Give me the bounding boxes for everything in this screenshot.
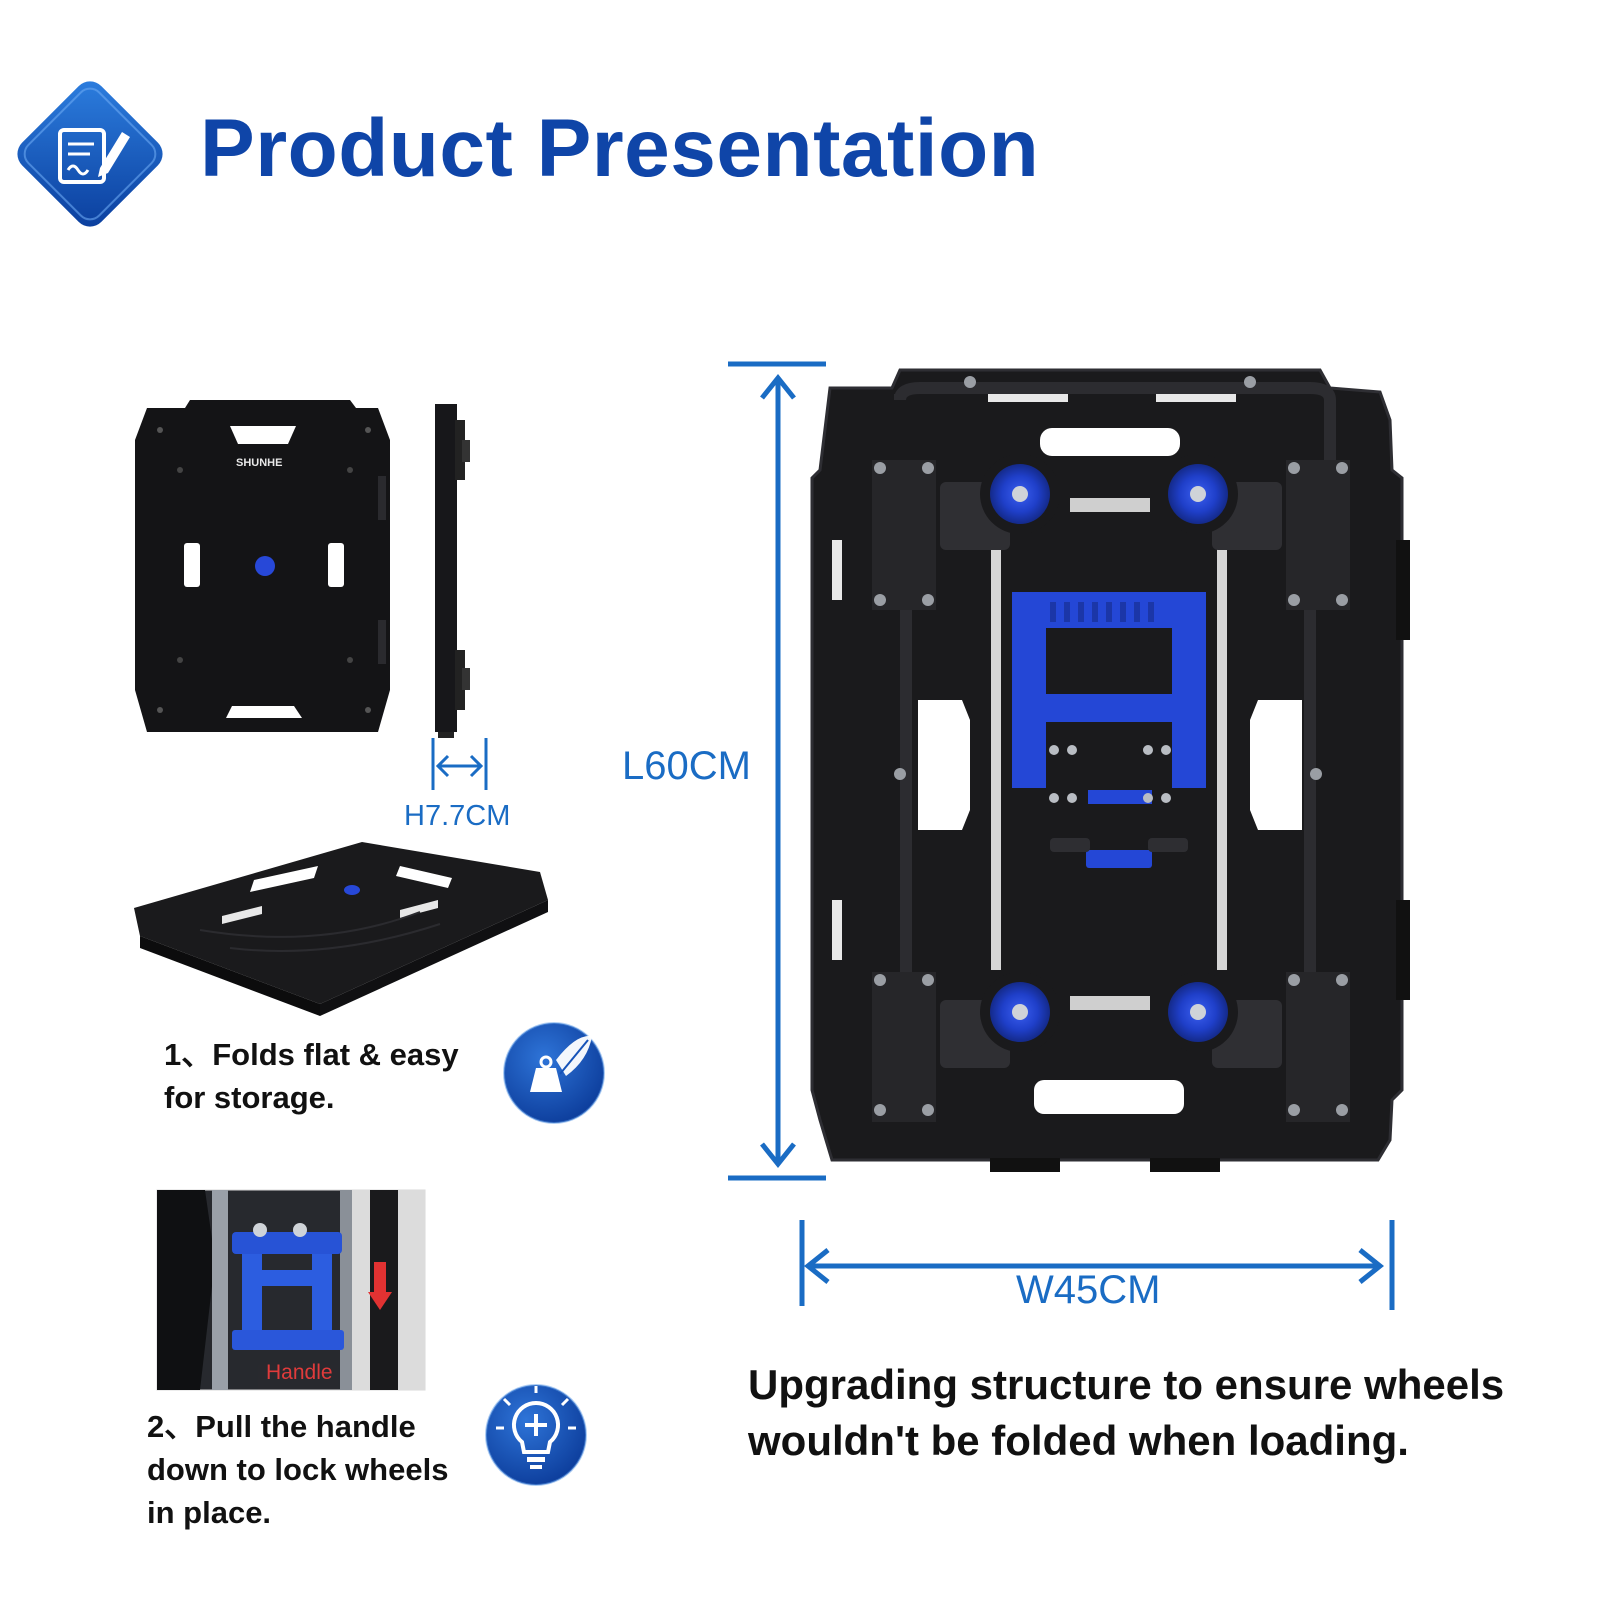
brand-logo: SHUNHE bbox=[236, 457, 282, 469]
length-dimension-marker bbox=[728, 361, 826, 1181]
feature-folds-flat: 1、Folds flat & easy for storage. bbox=[164, 1037, 459, 1115]
lightbulb-plus-icon bbox=[485, 1384, 587, 1486]
cart-bottom-view-with-wheels bbox=[810, 368, 1410, 1172]
height-dimension-label: H7.7CM bbox=[404, 800, 511, 832]
folded-cart-side-view bbox=[435, 404, 470, 738]
handle-lock-photo bbox=[156, 1189, 426, 1391]
structure-caption: Upgrading structure to ensure wheels wou… bbox=[748, 1361, 1505, 1464]
feature-handle-lock: 2、Pull the handle down to lock wheels in… bbox=[147, 1409, 449, 1530]
length-dimension-label: L60CM bbox=[622, 744, 751, 788]
width-dimension-label: W45CM bbox=[1016, 1268, 1161, 1312]
weight-feather-icon bbox=[503, 1022, 605, 1124]
photo-handle-label: Handle bbox=[266, 1361, 333, 1384]
page-title: Product Presentation bbox=[200, 103, 1040, 194]
width-dimension-marker bbox=[799, 1220, 1395, 1310]
height-dimension-marker bbox=[431, 738, 488, 790]
folded-cart-top-view: SHUNHE bbox=[135, 400, 390, 732]
folded-cart-angled-view bbox=[134, 842, 548, 1016]
document-pen-icon bbox=[17, 81, 163, 227]
